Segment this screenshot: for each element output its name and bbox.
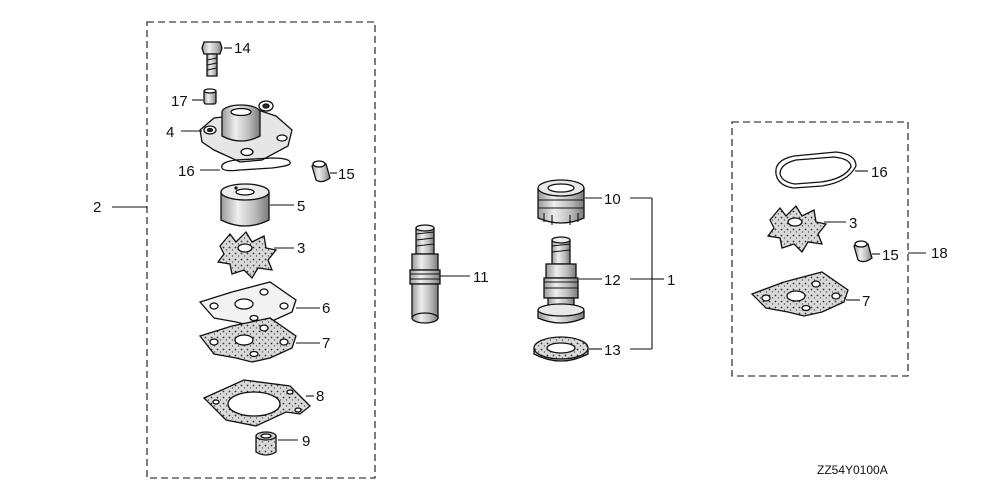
pump-liner-part-5[interactable] [220, 183, 270, 227]
callout-16-left[interactable]: 16 [178, 163, 195, 180]
callout-18[interactable]: 18 [931, 245, 948, 262]
callout-5[interactable]: 5 [297, 198, 305, 215]
callout-2[interactable]: 2 [93, 199, 101, 216]
callout-9[interactable]: 9 [302, 433, 310, 450]
callout-15-left[interactable]: 15 [338, 166, 355, 183]
callout-3-left[interactable]: 3 [297, 240, 305, 257]
bearing-part-10[interactable] [537, 179, 585, 225]
callout-15-right[interactable]: 15 [882, 247, 899, 264]
impeller-part-3-right[interactable] [766, 204, 828, 254]
gasket-part-7-left[interactable] [198, 317, 297, 363]
impeller-part-3-left[interactable] [216, 230, 278, 280]
drive-shaft-part-11[interactable] [409, 224, 441, 324]
diagram-code: ZZ54Y0100A [817, 463, 888, 477]
pump-plate-part-6[interactable] [198, 281, 297, 327]
kit-18-boundary [731, 121, 909, 377]
seal-ring-part-16-left[interactable] [221, 157, 291, 172]
callout-16-right[interactable]: 16 [871, 164, 888, 181]
callout-6[interactable]: 6 [322, 300, 330, 317]
callout-8[interactable]: 8 [316, 388, 324, 405]
callout-4[interactable]: 4 [166, 124, 174, 141]
seal-part-9[interactable] [255, 431, 277, 456]
callout-7-left[interactable]: 7 [322, 335, 330, 352]
callout-14[interactable]: 14 [234, 40, 251, 57]
kit-2-boundary [146, 21, 376, 479]
callout-10[interactable]: 10 [604, 191, 621, 208]
callout-17[interactable]: 17 [171, 93, 188, 110]
callout-7-right[interactable]: 7 [862, 293, 870, 310]
bolt-part-14[interactable] [201, 41, 223, 77]
callout-11[interactable]: 11 [473, 269, 489, 286]
seal-ring-part-16-right[interactable] [775, 151, 857, 189]
callout-12[interactable]: 12 [604, 272, 621, 289]
shaft-assembly-part-12[interactable] [537, 236, 585, 324]
callout-13[interactable]: 13 [604, 342, 621, 359]
gasket-part-8[interactable] [202, 379, 311, 427]
pump-housing-part-4[interactable] [199, 100, 293, 163]
callout-3-right[interactable]: 3 [849, 215, 857, 232]
callout-1[interactable]: 1 [667, 272, 675, 289]
gasket-part-7-right[interactable] [750, 271, 849, 317]
grommet-part-15-right[interactable] [853, 240, 873, 263]
grommet-part-15-left[interactable] [311, 160, 331, 183]
collar-part-17[interactable] [203, 88, 217, 105]
washer-part-13[interactable] [533, 336, 589, 362]
